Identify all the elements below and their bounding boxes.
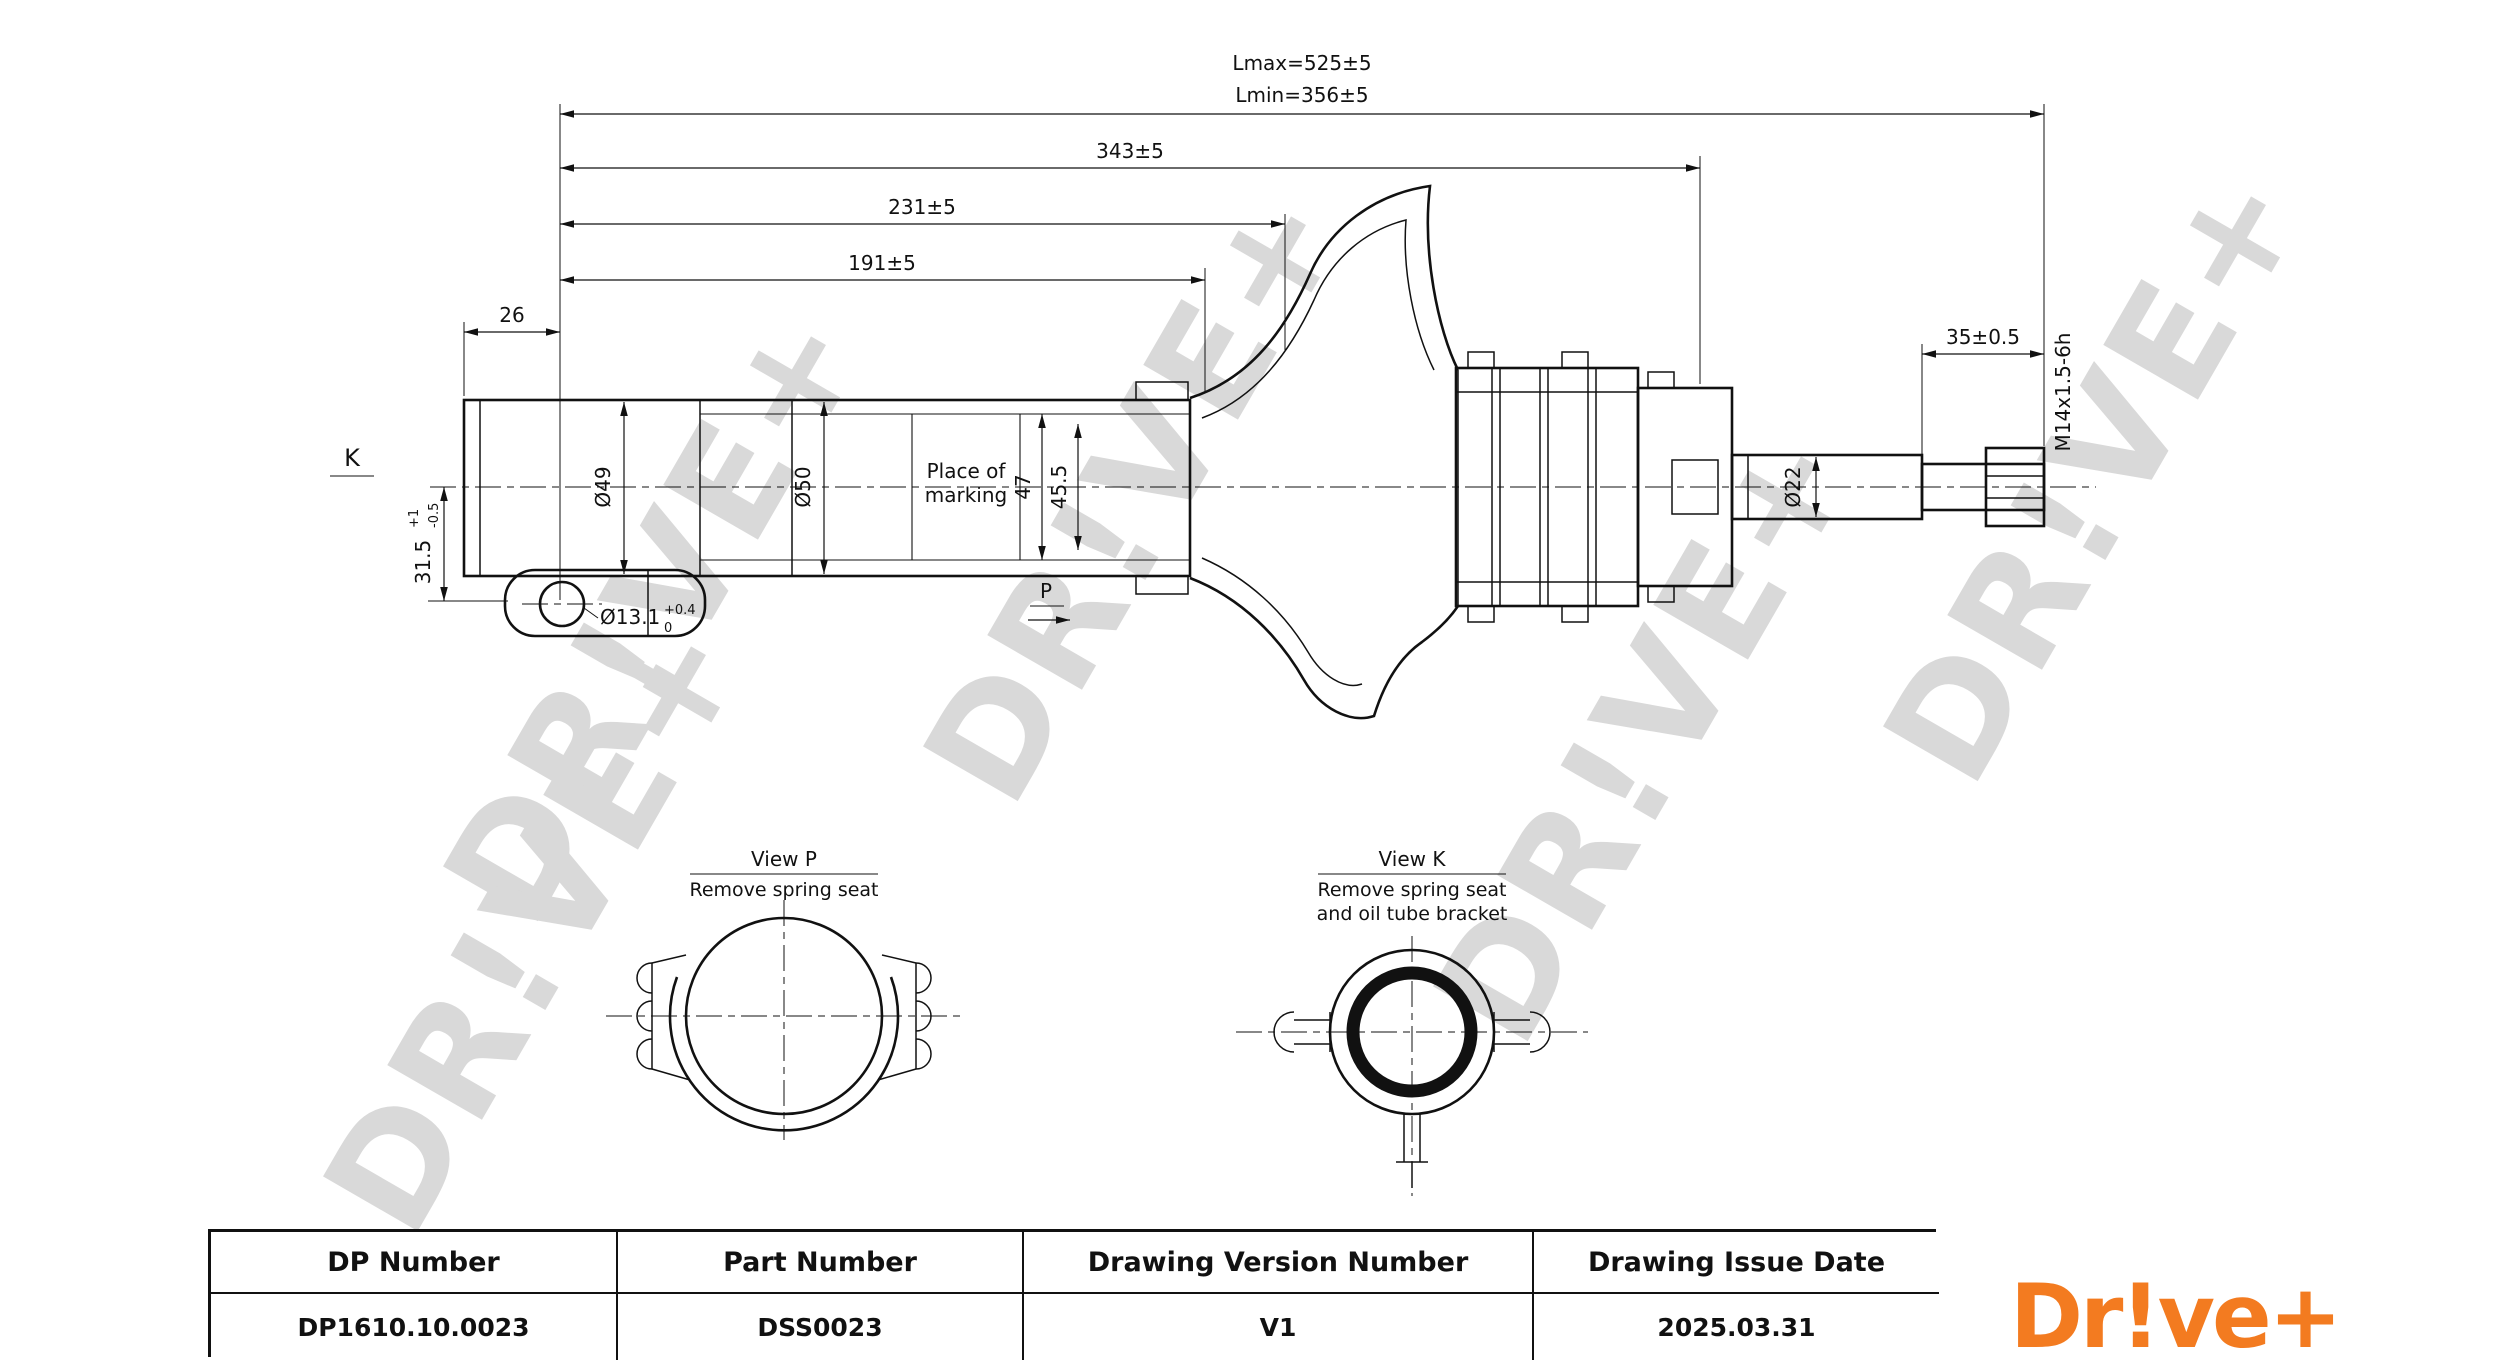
dim-31-5-tol-up: +1 [407,509,422,528]
view-p-drawing: View P Remove spring seat [606,847,962,1140]
view-p-note: Remove spring seat [689,879,878,901]
oil-tube-ring [1346,966,1478,1098]
watermark-text: DR!VE+ [1851,138,2340,811]
view-p-pointer: P [1028,579,1070,624]
dim-35-label: 35±0.5 [1946,325,2020,349]
dim-31-5-group: 31.5 +1 -0.5 [407,503,442,585]
dim-231-label: 231±5 [888,195,956,219]
marking-note-line2: marking [925,483,1007,507]
view-k-note-line2: and oil tube bracket [1317,903,1508,925]
threaded-end [1920,446,2046,528]
view-k-pointer-label: K [344,444,361,472]
view-p-pointer-label: P [1040,579,1052,603]
view-p-left-clip [636,954,691,1081]
dim-lmin-label: Lmin=356±5 [1235,83,1368,107]
dia-49-label: Ø49 [591,466,615,507]
view-k-right-clamp [1493,1011,1551,1053]
view-p-right-clip [877,954,932,1081]
view-k-drawing: View K Remove spring seat and oil tube b… [1236,847,1588,1196]
dim-lmax-label: Lmax=525±5 [1232,51,1371,75]
seat-retainer-bottom [1135,575,1189,595]
view-k-pointer: K [330,444,374,477]
drive-plus-logo: Dr!ve+ [2010,1265,2342,1368]
watermark-text: DR!VE+ [1401,398,1890,1071]
drawing-version-value: V1 [1024,1294,1534,1360]
part-number-header: Part Number [618,1232,1024,1294]
thread-spec-label: M14x1.5-6h [2051,333,2075,452]
lower-mount-bracket [503,568,707,638]
spring-seat-circle [684,916,884,1116]
dia-13-1-tol-dn: 0 [664,621,672,636]
issue-date-value: 2025.03.31 [1534,1294,1939,1360]
dim-45-5-label: 45.5 [1047,465,1071,510]
spring-seat [1189,184,1460,720]
part-number-value: DSS0023 [618,1294,1024,1360]
view-k-note-line1: Remove spring seat [1317,879,1506,901]
view-k-bottom-tab [1396,1114,1428,1188]
dim-47-label: 47 [1011,474,1035,499]
view-p-title: View P [751,847,817,871]
marking-note-line1: Place of [927,459,1007,483]
watermark-layer: DR!VE+ DR!VE+ DR!VE+ DR!VE+ DR!VE+ [291,138,2340,1261]
dim-31-5-tol-dn: -0.5 [427,503,442,528]
dia-50-label: Ø50 [791,466,815,507]
dim-343-label: 343±5 [1096,139,1164,163]
dp-number-header: DP Number [211,1232,618,1294]
outer-tube [462,398,1192,578]
dp-number-value: DP1610.10.0023 [211,1294,618,1360]
issue-date-header: Drawing Issue Date [1534,1232,1939,1294]
dim-31-5-label: 31.5 [411,540,435,585]
rod-nut [1984,446,2046,528]
dimension-annotations: Lmax=525±5 Lmin=356±5 343±5 231±5 191±5 … [330,51,2075,636]
title-block-table: DP Number Part Number Drawing Version Nu… [208,1229,1939,1360]
drawing-version-header: Drawing Version Number [1024,1232,1534,1294]
dia-13-1-tol-up: +0.4 [664,603,696,618]
strut-side-view [430,184,2096,720]
dim-26-label: 26 [499,303,524,327]
seat-retainer-top [1135,381,1189,401]
view-k-left-clamp [1273,1011,1331,1053]
dia-13-1-group: Ø13.1 +0.4 0 [583,603,696,636]
dia-22-label: Ø22 [1781,466,1805,507]
dia-13-1-label: Ø13.1 [600,605,660,629]
view-k-title: View K [1379,847,1447,871]
dim-191-label: 191±5 [848,251,916,275]
spring-seat-cradle [668,976,900,1132]
